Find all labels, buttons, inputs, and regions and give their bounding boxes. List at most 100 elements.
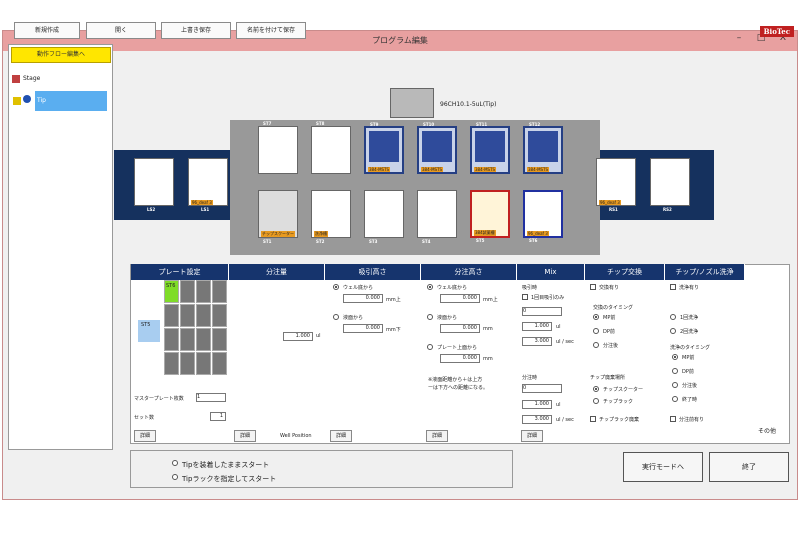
volume-input[interactable]: 1.000 [283,332,313,341]
dispense-from-bottom-label: ウェル底から [437,285,468,291]
mix-asp-speed-input[interactable]: 3.000 [522,337,552,346]
overwrite-save-button[interactable]: 上書き保存 [161,22,231,39]
mix-disp-volume-input[interactable]: 1.000 [522,400,552,409]
tree-stage-label[interactable]: Stage [23,75,41,82]
dispense-surface-input[interactable]: 0.000 [440,324,480,333]
tip-rack-disposal-checkbox[interactable] [590,416,596,422]
slot-rs2[interactable]: RS2 [650,158,690,212]
dispense-from-bottom-radio[interactable] [427,284,433,290]
other-button[interactable]: その他 [758,428,777,435]
wash-timing-dp-radio[interactable] [672,368,678,374]
wash-checkbox[interactable] [670,284,676,290]
aspirate-surface-input[interactable]: 0.000 [343,324,383,333]
mix-asp-volume-input[interactable]: 1.000 [522,322,552,331]
dispense-from-surface-radio[interactable] [427,314,433,320]
aspirate-detail-button[interactable]: 詳細 [330,430,352,442]
wash-before-dispense-checkbox[interactable] [670,416,676,422]
plate-cell[interactable] [180,304,195,327]
wash-twice-radio[interactable] [670,328,676,334]
volume-detail-button[interactable]: 詳細 [234,430,256,442]
plate-cell[interactable] [164,328,179,351]
aspirate-bottom-input[interactable]: 0.000 [343,294,383,303]
aspirate-unit2: mm下 [386,327,401,333]
wash-timing-end-radio[interactable] [672,396,678,402]
plate-cell[interactable] [164,304,179,327]
plate-cell[interactable] [180,328,195,351]
wash-once-radio[interactable] [670,314,676,320]
start-with-tip-radio[interactable] [172,460,178,466]
start-with-rack-radio[interactable] [172,474,178,480]
dispense-bottom-input[interactable]: 0.000 [440,294,480,303]
slot-st3[interactable]: ST3 [364,190,404,244]
plate-cell[interactable] [212,304,227,327]
tip-timing-mp-radio[interactable] [593,314,599,320]
wash-timing-after-label: 分注後 [682,383,698,389]
tip-timing-dp-radio[interactable] [593,328,599,334]
master-plate-count-select[interactable]: 1 [196,393,226,402]
dispense-note2: ーは下方への距離になる。 [428,385,489,391]
dispense-detail-button[interactable]: 詳細 [426,430,448,442]
slot-st4[interactable]: ST4 [417,190,457,244]
plate-cell[interactable] [196,352,211,375]
mix-first-only-checkbox[interactable] [522,294,528,300]
plate-grid[interactable]: ST6 [164,280,228,380]
plate-st5-label[interactable]: ST5 [138,320,160,342]
start-options-panel [130,450,513,488]
wash-header: チップ/ノズル洗浄 [665,264,745,280]
slot-st8[interactable]: ST8 [311,121,351,174]
disposal-scooter-radio[interactable] [593,386,599,392]
plate-cell[interactable] [196,280,211,303]
close-icon[interactable]: X [779,33,787,43]
mix-disp-count-input[interactable]: 0 [522,384,562,393]
tree-item-tip[interactable]: Tip [35,91,107,111]
plate-cell[interactable] [196,328,211,351]
set-count-label: セット数 [134,415,155,421]
plate-cell[interactable] [196,304,211,327]
plate-cell[interactable] [212,328,227,351]
disposal-rack-radio[interactable] [593,398,599,404]
mix-detail-button[interactable]: 詳細 [521,430,543,442]
flow-edit-button[interactable]: 動作フロー編集へ [11,47,111,63]
slot-ls2[interactable]: LS2 [134,158,174,212]
wash-timing-after-radio[interactable] [672,382,678,388]
slot-st7[interactable]: ST7 [258,121,298,174]
tip-exchange-checkbox[interactable] [590,284,596,290]
mix-asp-count-input[interactable]: 0 [522,307,562,316]
mix-disp-speed-input[interactable]: 3.000 [522,415,552,424]
plate-cell[interactable] [212,352,227,375]
set-count-input[interactable]: 1 [210,412,226,421]
plate-cell[interactable] [180,280,195,303]
save-as-button[interactable]: 名前を付けて保存 [236,22,306,39]
new-button[interactable]: 新規作成 [14,22,80,39]
run-mode-button[interactable]: 実行モードへ [623,452,703,482]
plate-cell[interactable] [180,352,195,375]
tip-timing-after-radio[interactable] [593,342,599,348]
dispense-plate-top-input[interactable]: 0.000 [440,354,480,363]
plate-detail-button[interactable]: 詳細 [134,430,156,442]
aspirate-from-bottom-radio[interactable] [333,284,339,290]
aspirate-from-surface-radio[interactable] [333,314,339,320]
maximize-icon[interactable]: □ [756,33,766,43]
exit-button[interactable]: 終了 [709,452,789,482]
well-position-label[interactable]: Well Position [280,433,312,439]
plate-cell[interactable] [212,280,227,303]
dispense-from-plate-top-radio[interactable] [427,344,433,350]
dispense-unit1: mm上 [483,297,498,303]
start-with-rack-label: Tipラックを指定してスタート [182,475,277,483]
plate-cell-st6[interactable]: ST6 [164,280,179,303]
mix-header: Mix [517,264,585,280]
wash-timing-mp-radio[interactable] [672,354,678,360]
open-button[interactable]: 開く [86,22,156,39]
plate-cell[interactable] [164,352,179,375]
minimize-icon[interactable]: – [736,33,742,43]
